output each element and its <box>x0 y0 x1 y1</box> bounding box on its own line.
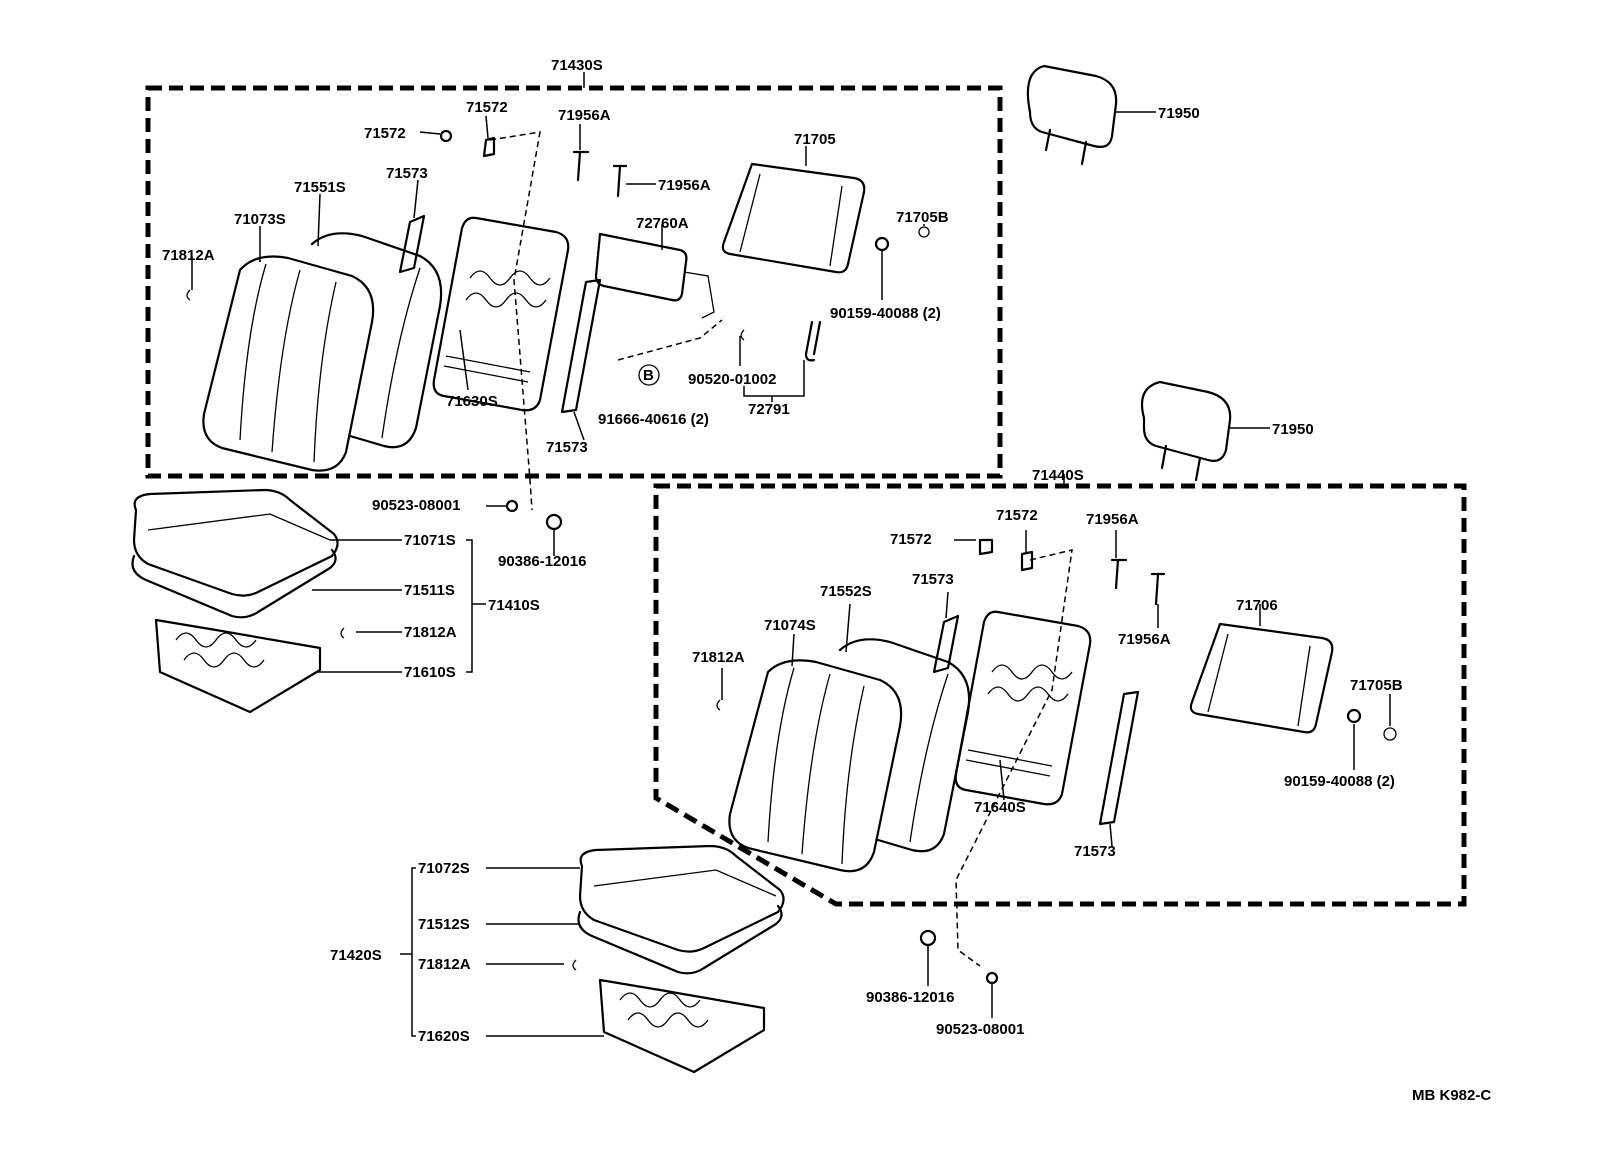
label-71572-lower-b: 71572 <box>996 507 1038 524</box>
seat-cushion-lower-right <box>577 844 785 1074</box>
label-71706: 71706 <box>1236 597 1278 614</box>
headrest-upper <box>1026 64 1156 166</box>
label-71950-upper: 71950 <box>1158 105 1200 122</box>
trim-strip-upper <box>398 179 426 274</box>
leaders-cushion-left <box>312 539 486 673</box>
label-71071S: 71071S <box>404 532 456 549</box>
back-board-lower <box>1189 604 1334 734</box>
seatback-cover-lower <box>728 659 903 873</box>
label-72791: 72791 <box>748 401 790 418</box>
label-71511S: 71511S <box>404 582 455 599</box>
hook-upper <box>804 320 822 362</box>
label-71572-lower-a: 71572 <box>890 531 932 548</box>
label-71573-upper-b: 71573 <box>546 439 588 456</box>
label-71956A-upper-b: 71956A <box>658 177 711 194</box>
bottom-bolts <box>486 499 999 1018</box>
label-71950-lower: 71950 <box>1272 421 1314 438</box>
label-90386-lower: 90386-12016 <box>866 989 954 1006</box>
label-71956A-lower-a: 71956A <box>1086 511 1139 528</box>
label-91666: 91666-40616 (2) <box>598 411 709 428</box>
label-71620S: 71620S <box>418 1028 470 1045</box>
label-71440S: 71440S <box>1032 467 1084 484</box>
label-71956A-lower-b: 71956A <box>1118 631 1171 648</box>
back-board-upper <box>721 146 866 274</box>
label-71705B-lower: 71705B <box>1350 677 1403 694</box>
label-90386-upper: 90386-12016 <box>498 553 586 570</box>
label-71073S: 71073S <box>234 211 286 228</box>
leaders-upper <box>191 115 925 402</box>
label-71420S: 71420S <box>330 947 382 964</box>
dashed-guides-upper <box>489 131 723 511</box>
leaders-lower <box>721 530 1391 801</box>
leaders-cushion-right <box>400 867 604 1037</box>
seatback-assembly-group-upper <box>145 72 1003 479</box>
label-90159-lower: 90159-40088 (2) <box>1284 773 1395 790</box>
side-panel-upper <box>560 278 602 441</box>
label-71572-upper-b: 71572 <box>466 99 508 116</box>
seatback-assembly-group-lower <box>653 474 1467 907</box>
label-circle-b: B <box>643 367 654 384</box>
label-71610S: 71610S <box>404 664 456 681</box>
side-panel-lower <box>1098 690 1140 847</box>
label-71812A-upper: 71812A <box>162 247 215 264</box>
label-71572-upper-a: 71572 <box>364 125 406 142</box>
trim-strip-lower <box>932 591 960 674</box>
label-72760A: 72760A <box>636 215 689 232</box>
label-71573-lower-a: 71573 <box>912 571 954 588</box>
label-90523-upper: 90523-08001 <box>372 497 460 514</box>
label-71551S: 71551S <box>294 179 346 196</box>
fasteners-lower <box>716 538 1397 741</box>
label-71812A-right: 71812A <box>418 956 471 973</box>
label-71573-upper-a: 71573 <box>386 165 428 182</box>
headrest-lower <box>1140 380 1270 482</box>
seatback-pad-lower <box>838 638 971 853</box>
seatback-frame-upper <box>432 216 570 412</box>
seat-cushion-upper-left <box>131 488 339 714</box>
diagram-code: MB K982-C <box>1412 1087 1491 1104</box>
armrest-pad-upper <box>594 224 715 319</box>
label-90159-upper: 90159-40088 (2) <box>830 305 941 322</box>
part-labels: 71430S 71950 71950 71572 71572 71956A 71… <box>162 57 1491 1104</box>
label-71573-lower-b: 71573 <box>1074 843 1116 860</box>
label-71705: 71705 <box>794 131 836 148</box>
label-71072S: 71072S <box>418 860 470 877</box>
seatback-frame-lower <box>954 610 1092 806</box>
dashed-guides-lower <box>955 549 1073 967</box>
label-90520: 90520-01002 <box>688 371 776 388</box>
label-71705B-upper: 71705B <box>896 209 949 226</box>
label-71812A-lower: 71812A <box>692 649 745 666</box>
label-71430S: 71430S <box>551 57 603 74</box>
label-71956A-upper-a: 71956A <box>558 107 611 124</box>
seatback-pad-upper <box>310 232 443 449</box>
label-71074S: 71074S <box>764 617 816 634</box>
seatback-cover-upper <box>202 255 375 472</box>
label-71410S: 71410S <box>488 597 540 614</box>
label-71630S: 71630S <box>446 393 498 410</box>
label-71512S: 71512S <box>418 916 470 933</box>
label-71640S: 71640S <box>974 799 1026 816</box>
label-90523-lower: 90523-08001 <box>936 1021 1024 1038</box>
label-71812A-left: 71812A <box>404 624 457 641</box>
label-71552S: 71552S <box>820 583 872 600</box>
fasteners-upper <box>186 129 930 386</box>
